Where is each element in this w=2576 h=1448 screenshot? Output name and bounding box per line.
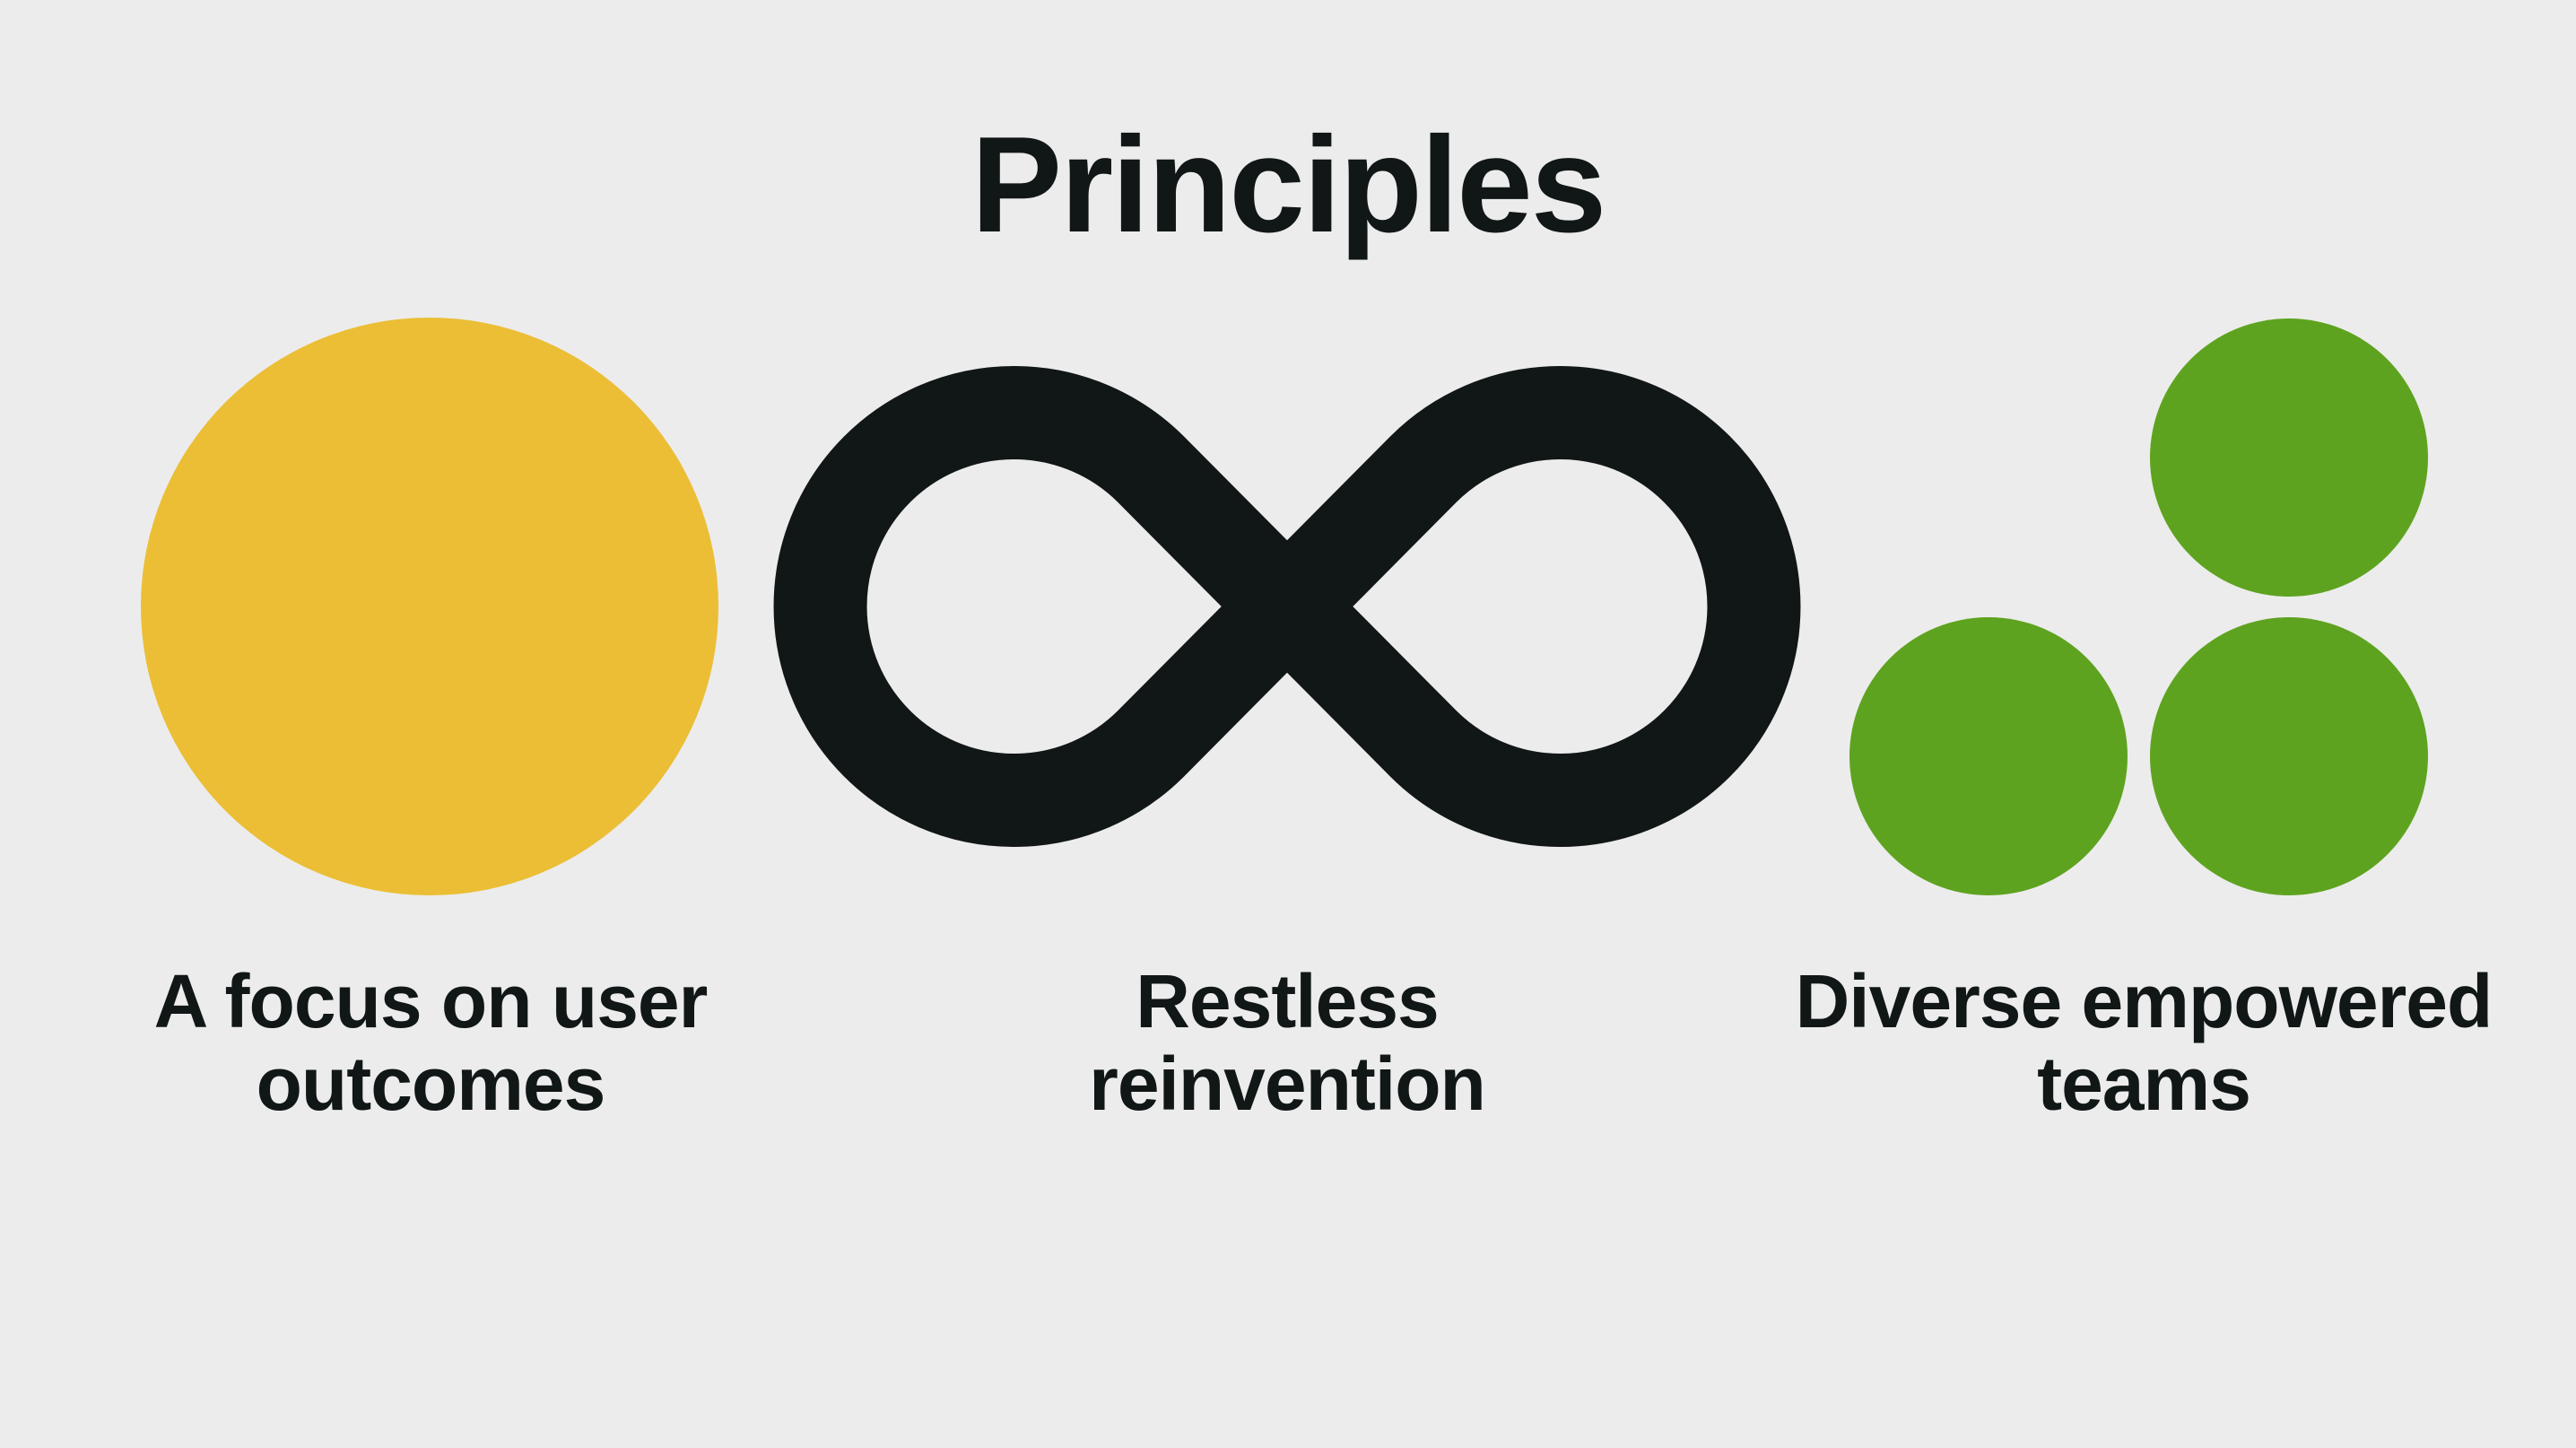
team-circle-right <box>2150 617 2428 895</box>
label-line: Restless <box>1136 959 1440 1043</box>
label-line: A focus on user <box>153 959 709 1043</box>
team-circle-top <box>2150 318 2428 597</box>
principle-label-reinvention: Restless reinvention <box>928 960 1646 1125</box>
label-line: outcomes <box>256 1042 606 1126</box>
infinity-icon <box>773 366 1801 847</box>
principle-label-teams: Diverse empowered teams <box>1722 960 2565 1125</box>
three-circles-icon <box>1849 318 2428 895</box>
label-line: Diverse empowered <box>1795 959 2493 1043</box>
page-title: Principles <box>970 109 1607 261</box>
label-line: reinvention <box>1089 1042 1486 1126</box>
team-circle-left <box>1849 617 2128 895</box>
circle-icon <box>141 318 718 895</box>
principle-label-user-outcomes: A focus on user outcomes <box>72 960 789 1125</box>
label-line: teams <box>2037 1042 2251 1126</box>
